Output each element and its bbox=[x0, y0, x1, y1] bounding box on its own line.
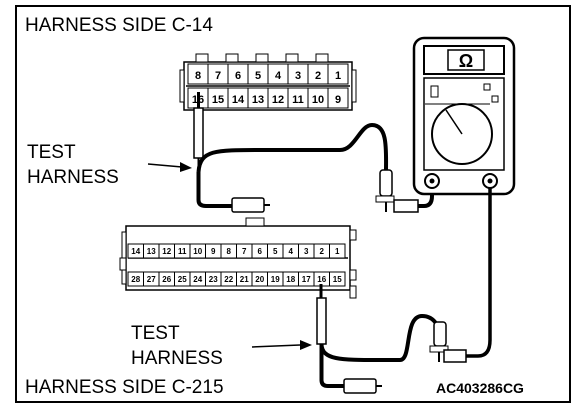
test-harness-bottom-label-line1: TEST bbox=[131, 323, 180, 344]
outer-frame bbox=[15, 5, 571, 403]
pin-number: 1 bbox=[335, 70, 341, 82]
harness-side-c215-label: HARNESS SIDE C-215 bbox=[25, 377, 224, 398]
pin-number: 7 bbox=[242, 247, 247, 256]
pin-number: 3 bbox=[295, 70, 301, 82]
test-harness-bottom-arrow bbox=[251, 340, 312, 350]
pin-number: 3 bbox=[304, 247, 309, 256]
meter-lead-right bbox=[466, 188, 492, 358]
pin-number: 24 bbox=[193, 275, 202, 284]
pin-number: 22 bbox=[224, 275, 233, 284]
pin-number: 13 bbox=[252, 94, 264, 106]
pin-number: 15 bbox=[333, 275, 342, 284]
test-harness-top-arrow bbox=[147, 162, 192, 172]
pin-number: 11 bbox=[178, 247, 187, 256]
pin-number: 17 bbox=[302, 275, 311, 284]
pin-number: 15 bbox=[212, 94, 224, 106]
pin-number: 6 bbox=[258, 247, 263, 256]
pin-number: 27 bbox=[147, 275, 156, 284]
test-harness-top-label-line1: TEST bbox=[27, 142, 76, 163]
pin-number: 13 bbox=[147, 247, 156, 256]
pin-number: 23 bbox=[209, 275, 218, 284]
pin-number: 7 bbox=[215, 70, 221, 82]
pin-number: 19 bbox=[271, 275, 280, 284]
pin-number: 12 bbox=[272, 94, 284, 106]
pin-number: 14 bbox=[131, 247, 140, 256]
pin-number: 16 bbox=[317, 275, 326, 284]
pin-cell bbox=[329, 271, 346, 287]
pin-cell bbox=[329, 243, 346, 259]
pin-number: 1 bbox=[335, 247, 340, 256]
ohmmeter: Ω bbox=[412, 36, 516, 196]
pin-number: 6 bbox=[235, 70, 241, 82]
test-harness-top-label-line2: HARNESS bbox=[27, 167, 119, 188]
pin-cell bbox=[327, 63, 349, 85]
harness-side-c14-label: HARNESS SIDE C-14 bbox=[25, 15, 213, 36]
pin-cell bbox=[327, 87, 349, 109]
test-probe-top bbox=[193, 92, 434, 213]
pin-number: 20 bbox=[255, 275, 264, 284]
pin-number: 8 bbox=[227, 247, 232, 256]
ohm-symbol: Ω bbox=[459, 51, 473, 71]
pin-number: 21 bbox=[240, 275, 249, 284]
test-probe-bottom bbox=[316, 284, 467, 394]
pin-number: 5 bbox=[255, 70, 261, 82]
pin-number: 14 bbox=[232, 94, 245, 106]
pin-number: 10 bbox=[312, 94, 324, 106]
pin-number: 28 bbox=[131, 275, 140, 284]
test-harness-bottom-label-line2: HARNESS bbox=[131, 348, 223, 369]
pin-number: 25 bbox=[178, 275, 187, 284]
pin-number: 11 bbox=[292, 94, 304, 106]
figure-code: AC403286CG bbox=[436, 380, 524, 396]
pin-number: 9 bbox=[335, 94, 341, 106]
pin-number: 26 bbox=[162, 275, 171, 284]
pin-number: 4 bbox=[275, 70, 282, 82]
pin-number: 10 bbox=[193, 247, 202, 256]
pin-number: 5 bbox=[273, 247, 278, 256]
pin-number: 2 bbox=[315, 70, 321, 82]
pin-number: 2 bbox=[320, 247, 325, 256]
pin-number: 8 bbox=[195, 70, 201, 82]
pin-number: 4 bbox=[289, 247, 294, 256]
pin-number: 18 bbox=[286, 275, 295, 284]
pin-number: 9 bbox=[211, 247, 216, 256]
pin-number: 12 bbox=[162, 247, 171, 256]
